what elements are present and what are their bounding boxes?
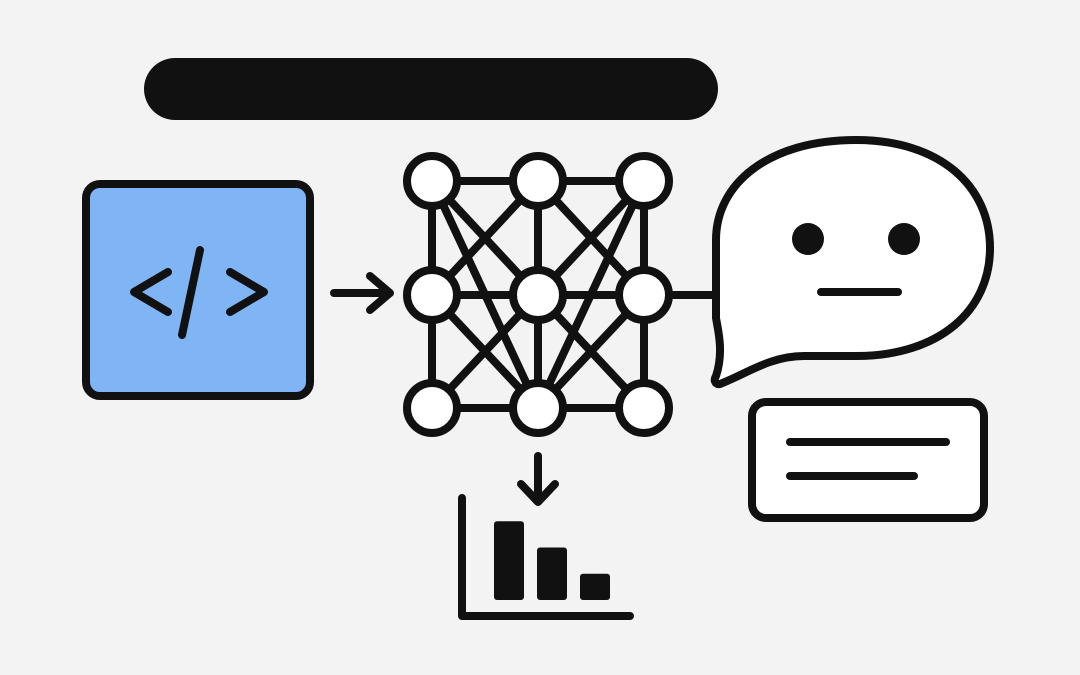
speech-bubble-icon [710,136,994,389]
slash [178,246,204,339]
network-node [615,152,673,210]
chart-bar [494,521,524,600]
arrow-head [366,272,394,314]
chart-bars [494,521,610,600]
speech-bubble [710,136,994,389]
arrow-down-icon [517,452,559,506]
arrow-head [517,480,559,506]
bar-chart-icon [458,494,634,620]
chart-bar [580,573,610,600]
network-node [615,266,673,324]
left-eye [792,223,824,255]
right-angle-bracket [226,268,268,316]
chart-bar [537,547,567,600]
text-card [748,398,988,522]
arrow-right-icon [330,272,394,314]
network-node [403,152,461,210]
network-node [509,379,567,437]
network-node [509,266,567,324]
chart-axes [458,494,634,620]
title-placeholder-bar [144,58,718,120]
network-node [403,379,461,437]
text-lines-icon [748,398,988,522]
neural-network-icon [403,152,716,437]
right-eye [888,223,920,255]
code-block [82,180,314,400]
network-node [403,266,461,324]
neutral-face-icon [792,223,920,296]
code-brackets-icon [82,180,314,400]
left-angle-bracket [130,268,172,316]
network-node [615,379,673,437]
network-node [509,152,567,210]
